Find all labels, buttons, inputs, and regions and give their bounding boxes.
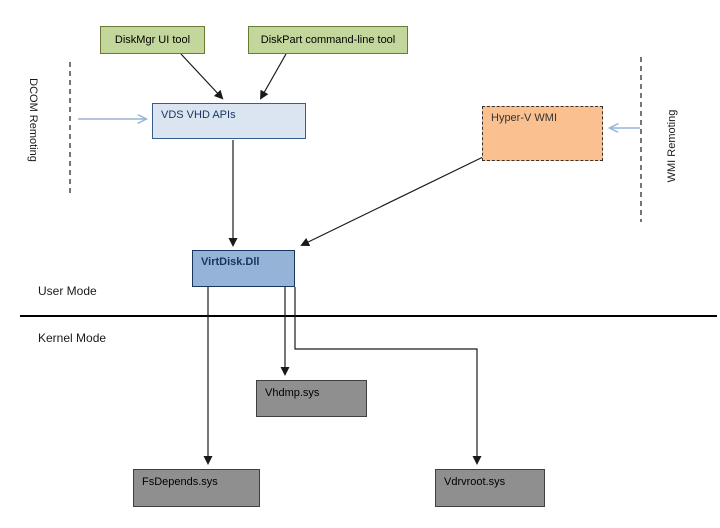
node-vdrvroot-sys: Vdrvroot.sys bbox=[435, 469, 545, 507]
dcom-remoting-label: DCOM Remoting bbox=[27, 78, 39, 162]
kernel-mode-label: Kernel Mode bbox=[38, 331, 107, 345]
wmi-remoting-label: WMI Remoting bbox=[666, 109, 678, 183]
arrow-diskmgr-to-vds bbox=[180, 53, 224, 100]
node-fsdepends-sys: FsDepends.sys bbox=[133, 469, 260, 507]
node-diskmgr-ui-tool: DiskMgr UI tool bbox=[100, 26, 205, 54]
user-mode-label: User Mode bbox=[38, 284, 97, 298]
arrow-hyperv-to-virtdisk bbox=[300, 156, 484, 246]
node-hyper-v-wmi: Hyper-V WMI bbox=[482, 106, 603, 161]
arrow-diskpart-to-vds bbox=[260, 53, 287, 100]
node-virtdisk-dll: VirtDisk.Dll bbox=[192, 250, 295, 287]
node-label: FsDepends.sys bbox=[142, 476, 218, 488]
node-label: DiskPart command-line tool bbox=[260, 33, 396, 46]
node-label: Vhdmp.sys bbox=[265, 387, 320, 399]
node-label: VirtDisk.Dll bbox=[201, 256, 260, 268]
node-label: Hyper-V WMI bbox=[491, 112, 557, 124]
node-label: VDS VHD APIs bbox=[161, 109, 236, 121]
node-label: Vdrvroot.sys bbox=[444, 476, 506, 488]
node-vds-vhd-apis: VDS VHD APIs bbox=[152, 103, 306, 139]
node-vhdmp-sys: Vhdmp.sys bbox=[256, 380, 367, 417]
node-diskpart-command-line-tool: DiskPart command-line tool bbox=[248, 26, 408, 54]
node-label: DiskMgr UI tool bbox=[114, 33, 191, 46]
arrow-virtdisk-to-vdrvroot bbox=[294, 287, 482, 465]
